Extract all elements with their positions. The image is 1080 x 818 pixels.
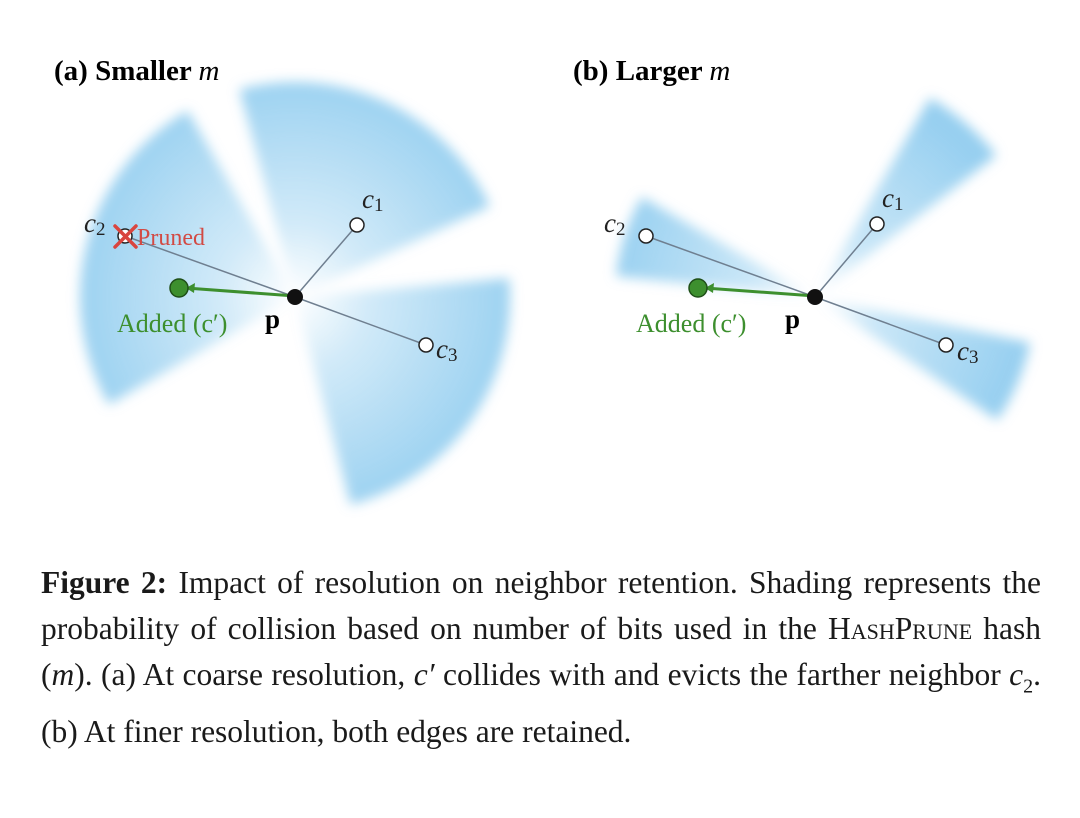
c2-label: c2 [84,208,105,240]
node-p [807,289,823,305]
shade-wedge-c1 [239,82,490,297]
shade-wedge-c3 [815,297,1031,421]
added-label: Added (c′) [117,309,227,338]
caption-sub: 2 [1023,675,1034,698]
edge-p-c2 [645,235,816,298]
collision-shading [616,97,1031,421]
caption-var-m: m [51,657,75,692]
shade-wedge-c3 [295,278,510,505]
edge-p-c3 [294,296,427,346]
node-cprime [169,278,189,298]
caption-var-cprime: c′ [413,657,435,692]
node-cprime [688,278,708,298]
c3-label: c3 [436,334,457,366]
node-c3 [938,337,954,353]
added-label: Added (c′) [636,309,746,338]
c3-label: c3 [957,336,978,368]
caption-text: . (b) At finer resolution, both edges ar… [41,657,1042,750]
edge-p-c1 [814,223,878,298]
pruned-label: Pruned [137,225,205,251]
caption-var-c2: c [1009,657,1024,692]
node-c3 [418,337,434,353]
figure-caption: Figure 2: Impact of resolution on neighb… [41,560,1041,755]
panel-b-title: (b) Larger m [573,55,730,87]
panel-a-title: (a) Smaller m [54,55,219,87]
c1-label: c1 [362,184,383,216]
edge-p-cprime [704,286,816,298]
p-label: p [785,304,800,334]
caption-text: ). (a) At coarse resolution, [74,657,414,692]
arrowhead-icon [186,283,195,293]
node-p [287,289,303,305]
caption-text: collides with and evicts the farther nei… [434,657,1010,692]
edge-p-c3 [814,296,947,346]
arrowhead-icon [705,283,714,293]
node-c1 [869,216,885,232]
caption-text: Impact of resolution on neighbor retenti… [41,565,1041,646]
c2-label: c2 [604,208,625,240]
c1-label: c1 [882,183,903,215]
panel-a: (a) Smaller m Pruned Added (c′) p c1 c2 … [54,55,510,505]
edge-p-c2 [124,235,296,298]
shade-wedge-c2 [616,197,815,297]
node-c1 [349,217,365,233]
figure-diagram: (a) Smaller m Pruned Added (c′) p c1 c2 … [54,55,1031,505]
node-c2 [638,228,654,244]
panel-b: (b) Larger m Added (c′) p c1 c2 c3 [573,55,1031,421]
edge-p-c1 [294,224,358,298]
caption-hashprune: HashPrune [827,611,973,646]
edge-p-cprime [185,286,296,298]
shade-wedge-c1 [815,97,997,298]
p-label: p [265,304,280,334]
pruned-x-icon [113,224,138,249]
caption-label: Figure 2: [41,565,168,600]
caption-text: hash ( [41,611,1041,692]
